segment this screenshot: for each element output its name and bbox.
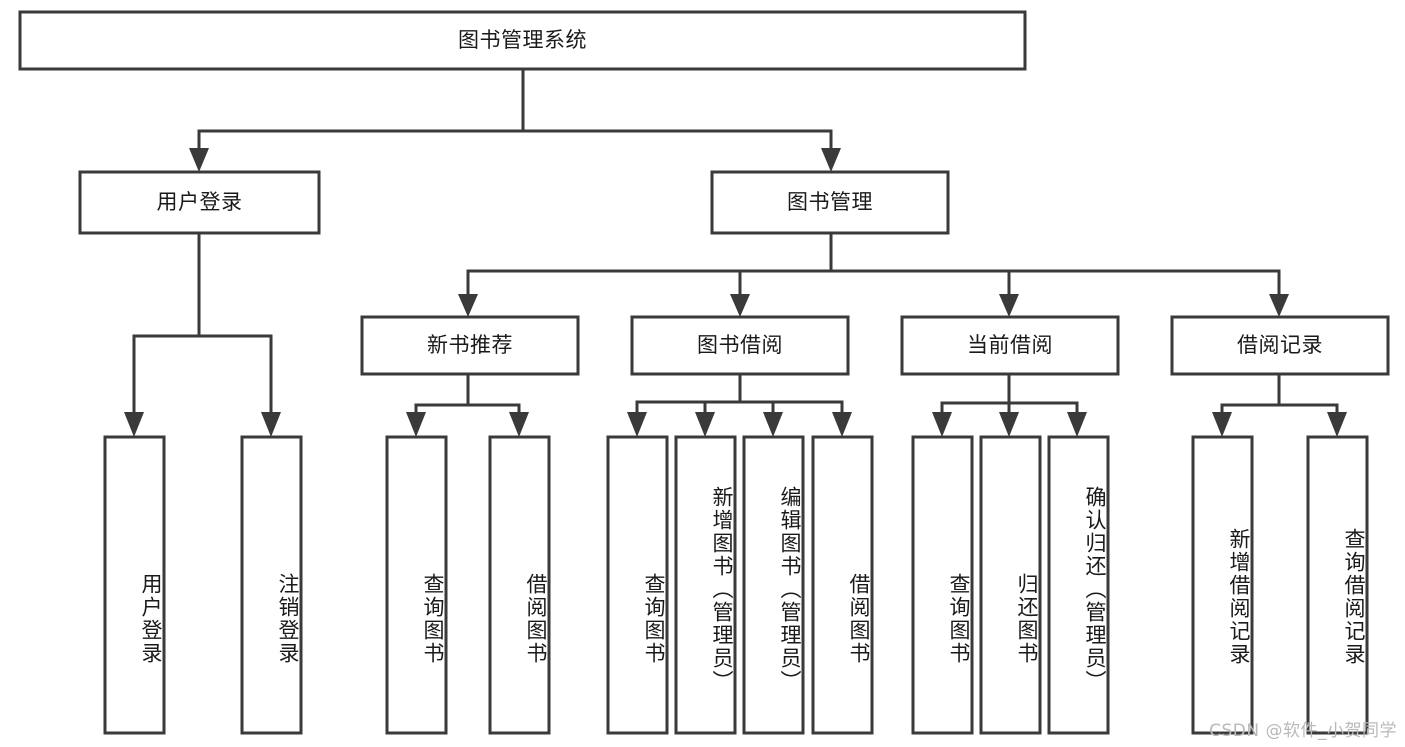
connector-root-to-level2 (189, 67, 841, 172)
leaf-box-user-login-1[interactable] (240, 435, 303, 735)
arrow-head-icon (821, 148, 841, 172)
leaf-box-borrow-record-1[interactable] (1306, 435, 1369, 735)
arrow-head-icon (261, 412, 281, 437)
arrow-head-icon (458, 294, 478, 317)
arrow-head-icon (509, 412, 529, 437)
arrow-head-icon (189, 148, 209, 172)
leaf-box-user-login-0[interactable] (103, 435, 166, 735)
leaf-box-current-borrow-2[interactable] (1047, 435, 1110, 735)
node-box-book-borrow[interactable] (630, 315, 850, 376)
node-box-book-manage[interactable] (710, 170, 950, 235)
leaf-box-book-borrow-1[interactable] (674, 435, 737, 735)
connector-new-book-to-leaves (406, 372, 529, 437)
arrow-head-icon (763, 412, 783, 437)
watermark-text: CSDN @软件_小贺同学 (1209, 721, 1397, 741)
arrow-head-icon (1327, 412, 1347, 437)
node-box-new-book-recommend[interactable] (360, 315, 580, 376)
connector-borrow-record-to-leaves (1212, 372, 1347, 437)
arrow-head-icon (999, 294, 1019, 317)
arrow-head-icon (932, 412, 952, 437)
connector-user-login-to-leaves (124, 231, 281, 437)
arrow-head-icon (627, 412, 647, 437)
arrow-head-icon (1067, 412, 1087, 437)
leaf-box-current-borrow-1[interactable] (979, 435, 1042, 735)
arrow-head-icon (730, 294, 750, 317)
arrow-head-icon (1212, 412, 1232, 437)
arrow-head-icon (406, 412, 426, 437)
arrow-head-icon (832, 412, 852, 437)
leaf-box-new-book-0[interactable] (385, 435, 448, 735)
leaf-box-new-book-1[interactable] (488, 435, 551, 735)
connector-current-borrow-to-leaves (932, 372, 1087, 437)
connector-book-borrow-to-leaves (627, 372, 852, 437)
node-box-root[interactable] (18, 10, 1027, 71)
leaf-box-book-borrow-2[interactable] (742, 435, 805, 735)
arrow-head-icon (695, 412, 715, 437)
node-box-borrow-record[interactable] (1170, 315, 1390, 376)
connector-book-manage-to-level3 (458, 231, 1289, 317)
arrow-head-icon (999, 412, 1019, 437)
leaf-box-current-borrow-0[interactable] (911, 435, 974, 735)
arrow-head-icon (1269, 294, 1289, 317)
node-box-user-login[interactable] (78, 170, 321, 235)
arrow-head-icon (124, 412, 144, 437)
leaf-box-borrow-record-0[interactable] (1191, 435, 1254, 735)
node-box-current-borrow[interactable] (900, 315, 1120, 376)
leaf-box-book-borrow-0[interactable] (606, 435, 669, 735)
leaf-box-book-borrow-3[interactable] (811, 435, 874, 735)
